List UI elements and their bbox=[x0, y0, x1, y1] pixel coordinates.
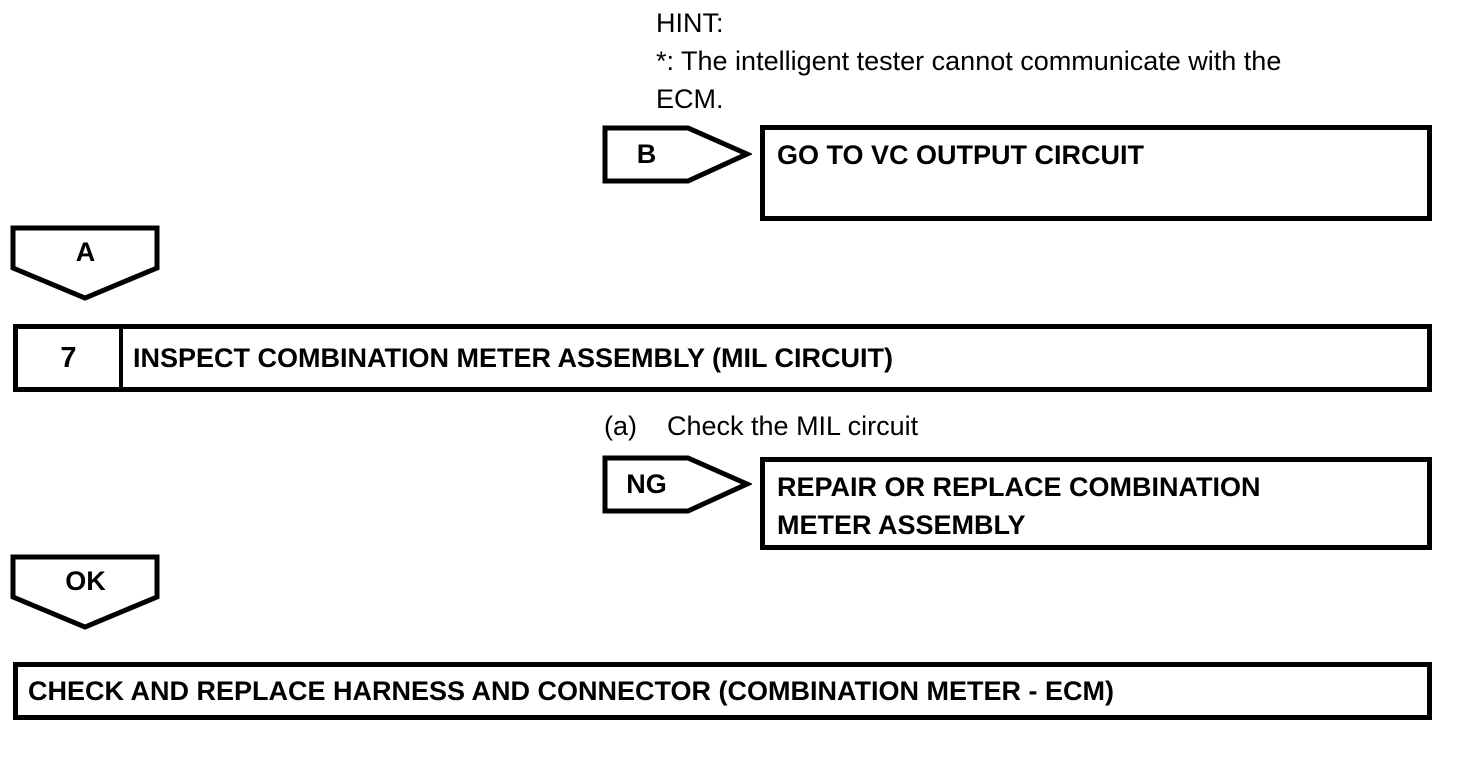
connector-ng-label: NG bbox=[626, 469, 667, 499]
connector-ok: OK bbox=[9, 553, 162, 633]
connector-b-label: B bbox=[636, 139, 657, 169]
substep-marker: (a) bbox=[604, 411, 637, 441]
connector-a: A bbox=[9, 224, 162, 304]
hint-line-1: *: The intelligent tester cannot communi… bbox=[656, 46, 1282, 76]
down-pointer-pennant-icon bbox=[10, 225, 160, 301]
hint-line-2: ECM. bbox=[656, 84, 724, 114]
connector-a-label: A bbox=[75, 236, 96, 267]
result-box-repair-or-replace: REPAIR OR REPLACE COMBINATION METER ASSE… bbox=[760, 457, 1432, 550]
substep-text: Check the MIL circuit bbox=[667, 411, 919, 441]
down-pointer-pennant-icon bbox=[10, 554, 160, 630]
result-box-text-line-1: REPAIR OR REPLACE COMBINATION bbox=[777, 472, 1261, 502]
right-arrow-pennant-icon bbox=[602, 455, 752, 514]
connector-ok-label: OK bbox=[65, 565, 106, 596]
hint-label: HINT: bbox=[656, 8, 724, 38]
result-box-text-line-2: METER ASSEMBLY bbox=[777, 510, 1026, 540]
final-directive-bar: CHECK AND REPLACE HARNESS AND CONNECTOR … bbox=[13, 662, 1432, 720]
step-number: 7 bbox=[18, 329, 123, 387]
right-arrow-pennant-icon bbox=[602, 125, 752, 184]
hint-block: HINT: *: The intelligent tester cannot c… bbox=[656, 4, 1416, 118]
step-title: INSPECT COMBINATION METER ASSEMBLY (MIL … bbox=[133, 342, 894, 373]
connector-b: B bbox=[600, 123, 752, 187]
final-directive-text: CHECK AND REPLACE HARNESS AND CONNECTOR … bbox=[28, 675, 1114, 706]
step-7-bar: 7 INSPECT COMBINATION METER ASSEMBLY (MI… bbox=[13, 324, 1432, 392]
connector-ng: NG bbox=[600, 453, 752, 517]
result-box-go-to-vc-output-circuit: GO TO VC OUTPUT CIRCUIT bbox=[760, 125, 1432, 221]
substep-a: (a) Check the MIL circuit bbox=[604, 407, 918, 445]
result-box-text: GO TO VC OUTPUT CIRCUIT bbox=[777, 140, 1145, 170]
